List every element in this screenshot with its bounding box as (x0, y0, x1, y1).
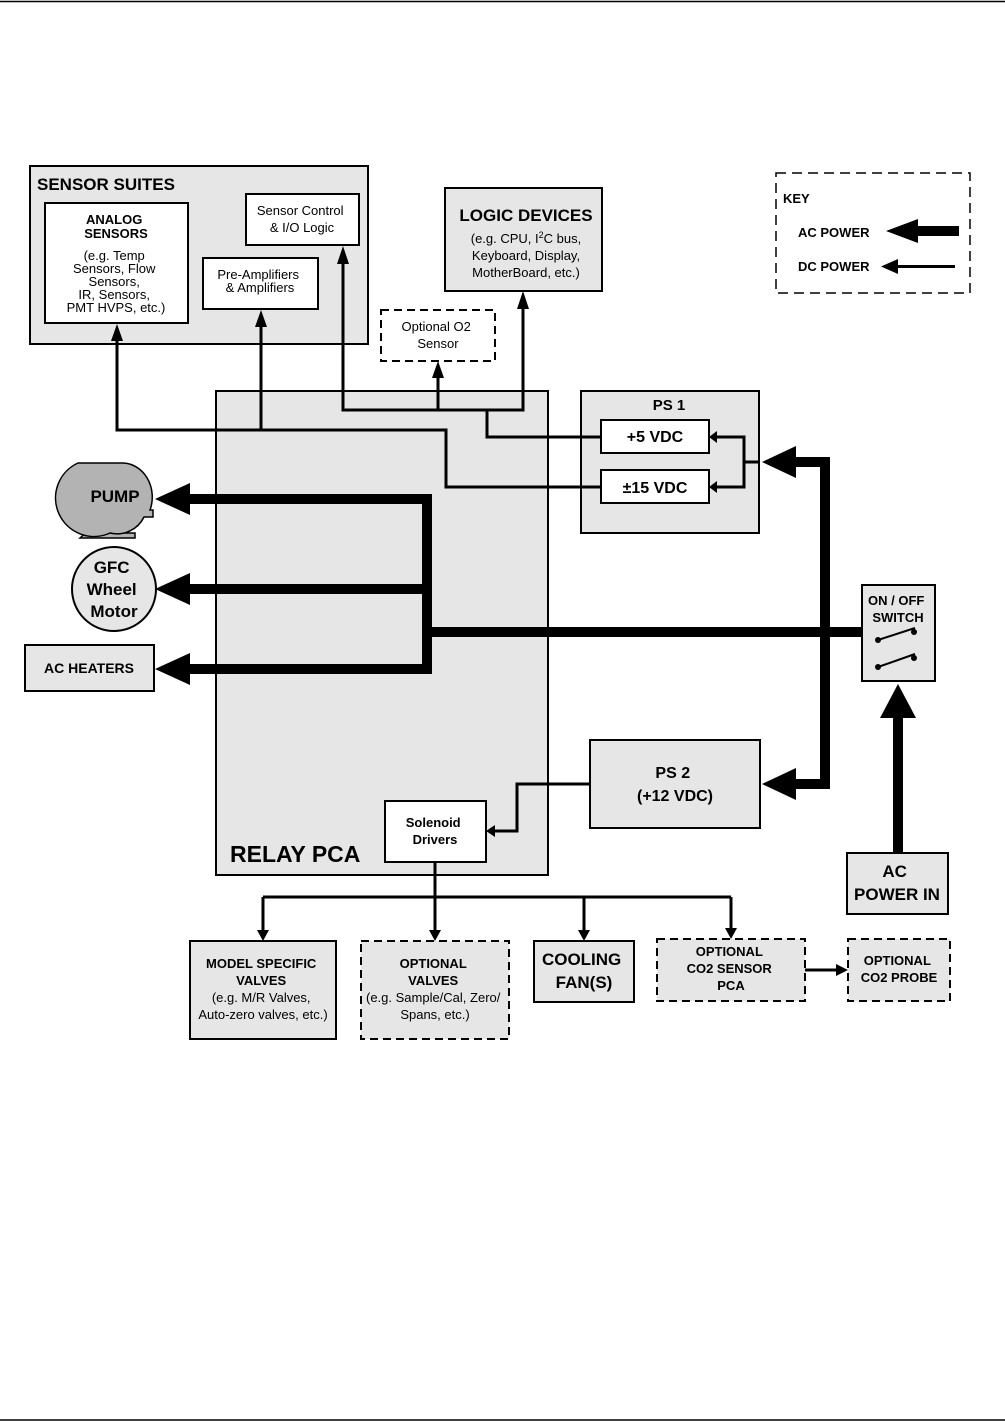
sensor-control-label: Sensor Control & I/O Logic (257, 203, 347, 235)
cooling-fans-label: COOLING FAN(S) (542, 950, 626, 992)
ac-power-wiring (155, 446, 916, 853)
logic-devices-title: LOGIC DEVICES (459, 206, 592, 225)
ps1-box (580, 390, 760, 534)
ac-heaters-box (24, 644, 155, 692)
optional-valves-label: OPTIONAL VALVES (e.g. Sample/Cal, Zero/ … (366, 956, 504, 1022)
ps1-5v-output-box (600, 419, 710, 454)
logic-devices-line3: MotherBoard, etc.) (472, 265, 580, 280)
optional-co2-sensor-pca-box (656, 938, 806, 1002)
relay-pca-title: RELAY PCA (230, 841, 360, 867)
ps1-15v-label: ±15 VDC (623, 480, 688, 497)
analog-sensors-box (44, 202, 189, 324)
optional-co2-probe-box (847, 938, 951, 1002)
ps1-5v-label: +5 VDC (627, 429, 684, 446)
dc-power-wiring (115, 255, 838, 972)
pump-icon (54, 462, 154, 539)
ps2-label: PS 2 (+12 VDC) (637, 765, 713, 805)
pre-amplifiers-box (202, 257, 319, 310)
optional-co2-probe-label: OPTIONAL CO2 PROBE (861, 953, 938, 985)
sensor-control-box (245, 193, 360, 246)
switch-icon (875, 627, 917, 670)
optional-o2-sensor-box (380, 309, 496, 362)
key-title: KEY (783, 191, 810, 206)
key-ac-power-label: AC POWER (798, 225, 870, 240)
solenoid-drivers-box (384, 800, 487, 863)
dc-arrowheads (111, 246, 848, 976)
analog-sensors-title: ANALOG SENSORS (84, 212, 148, 241)
model-specific-valves-box (189, 940, 337, 1040)
relay-pca-box (215, 390, 549, 876)
cooling-fans-box (533, 940, 635, 1003)
key-dc-power-label: DC POWER (798, 259, 870, 274)
on-off-switch-label: ON / OFF SWITCH (868, 593, 928, 625)
solenoid-drivers-label: Solenoid Drivers (406, 815, 465, 847)
optional-co2-sensor-pca-label: OPTIONAL CO2 SENSOR PCA (687, 944, 776, 993)
optional-o2-sensor-label: Optional O2 Sensor (402, 319, 475, 351)
key-dc-power-arrow-icon (881, 259, 955, 274)
pump-label: PUMP (90, 487, 139, 506)
ac-heaters-label: AC HEATERS (44, 660, 134, 676)
ac-power-in-label: AC POWER IN (854, 862, 940, 904)
logic-devices-line1: (e.g. CPU, I2C bus, (471, 230, 582, 246)
ps2-box (589, 739, 761, 829)
logic-devices-box (444, 187, 603, 292)
sensor-suites-title: SENSOR SUITES (37, 175, 175, 194)
optional-valves-box (360, 940, 510, 1040)
gfc-wheel-motor-label: GFC Wheel Motor (87, 558, 142, 621)
model-specific-valves-label: MODEL SPECIFIC VALVES (e.g. M/R Valves, … (198, 956, 327, 1022)
ps1-title: PS 1 (653, 397, 686, 414)
analog-sensors-detail: (e.g. Temp Sensors, Flow Sensors, IR, Se… (67, 248, 166, 315)
logic-devices-line2: Keyboard, Display, (472, 248, 580, 263)
key-ac-power-arrow-icon (886, 219, 959, 243)
pre-amplifiers-label: Pre-Amplifiers & Amplifiers (217, 267, 302, 295)
